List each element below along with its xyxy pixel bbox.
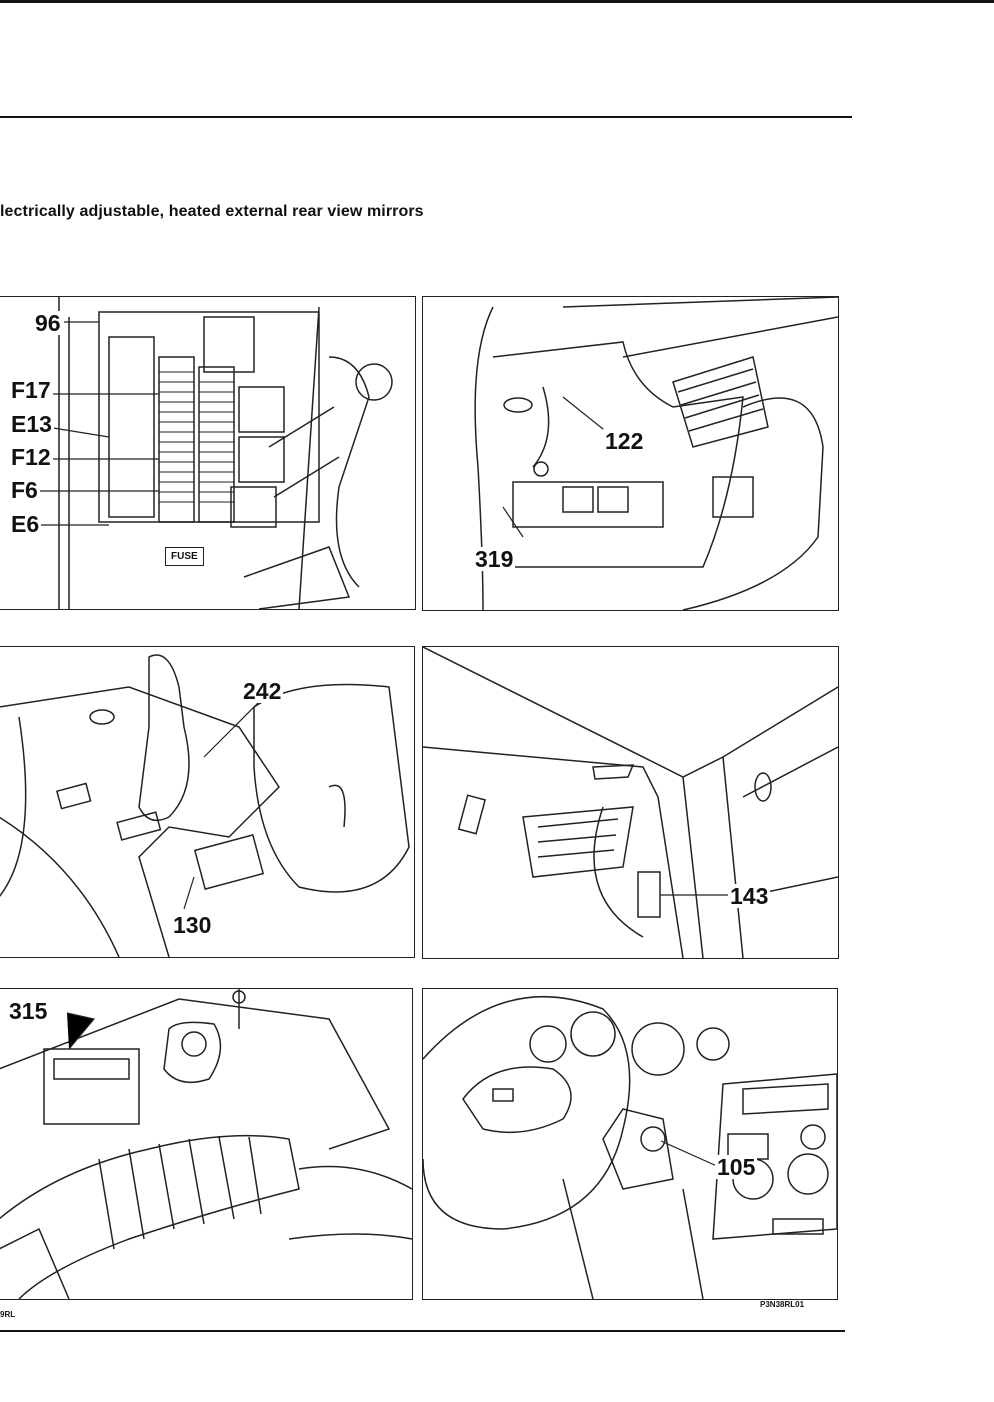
callout-242: 242 (241, 678, 284, 704)
console-illustration: 242 130 (0, 646, 415, 958)
drawing-reference: P3N38RL01 (760, 1300, 805, 1309)
callout-e13: E13 (9, 411, 54, 437)
footer-left-code: 9RL (0, 1310, 16, 1319)
callout-122: 122 (603, 428, 646, 454)
callout-319: 319 (473, 546, 516, 572)
footer-rule (0, 1330, 845, 1332)
dashboard-left-illustration: 122 319 (422, 296, 839, 611)
top-rule (0, 0, 994, 3)
callout-143: 143 (728, 883, 771, 909)
door-pillar-illustration: 143 (422, 646, 839, 959)
console-drawing (0, 654, 410, 957)
fusebox-illustration: 96 F17 E13 F12 F6 E6 FUSE (0, 296, 416, 610)
engine-bay-illustration: 315 (0, 988, 413, 1300)
page-title: lectrically adjustable, heated external … (0, 203, 424, 220)
callout-130: 130 (171, 912, 214, 938)
dashboard-left-drawing (474, 297, 838, 610)
engine-bay-drawing (0, 989, 412, 1299)
callout-105: 105 (715, 1154, 758, 1180)
fuse-tag: FUSE (165, 547, 204, 566)
fusebox-drawing (37, 297, 393, 609)
callout-96: 96 (33, 310, 63, 336)
callout-f6: F6 (9, 477, 40, 503)
callout-f12: F12 (9, 444, 53, 470)
callout-315: 315 (7, 998, 50, 1024)
callout-f17: F17 (9, 377, 53, 403)
steering-column-drawing (423, 996, 837, 1299)
door-pillar-drawing (423, 647, 838, 958)
header-rule (0, 116, 852, 118)
callout-e6: E6 (9, 511, 42, 537)
steering-column-illustration: 105 (422, 988, 838, 1300)
